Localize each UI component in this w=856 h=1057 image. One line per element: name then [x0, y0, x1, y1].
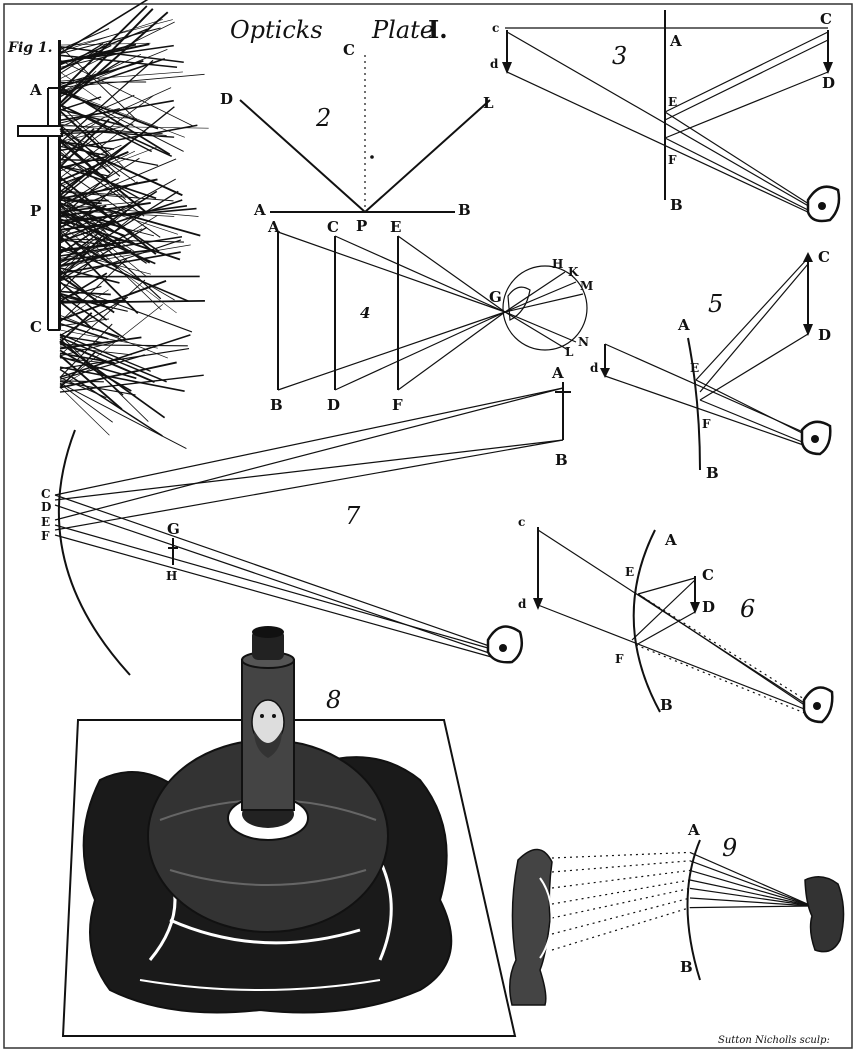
fig4-eye-globe — [502, 265, 588, 351]
fig6-label-A: A — [664, 531, 677, 549]
fig6-number: 6 — [740, 595, 755, 623]
fig4-label-L: L — [565, 345, 574, 359]
fig4-label-K: K — [568, 265, 579, 279]
figure-1: Fig 1. A P C — [7, 0, 209, 449]
fig4-label-N: N — [578, 335, 589, 349]
fig5-label-C: C — [818, 248, 830, 266]
fig1-label-C: C — [30, 318, 42, 336]
figure-4: 4 A C E B D F G H K M N L — [267, 218, 593, 414]
figure-2: 2 D C L A P B — [220, 41, 494, 235]
fig7-label-F: F — [41, 529, 50, 543]
fig7-eye-icon — [486, 625, 523, 664]
fig7-number: 7 — [345, 502, 361, 530]
fig5-label-D: D — [818, 326, 831, 344]
figure-8: 8 — [61, 626, 517, 1037]
fig4-label-D: D — [327, 396, 340, 414]
fig3-label-F: F — [668, 153, 677, 167]
fig1-number: Fig 1. — [7, 40, 53, 56]
fig9-label-B: B — [680, 958, 693, 976]
fig6-label-D: D — [702, 598, 715, 616]
fig1-cross-bar — [17, 125, 63, 137]
fig6-label-C: C — [702, 566, 714, 584]
fig6-label-d: d — [518, 597, 527, 611]
fig3-label-d: d — [490, 57, 499, 71]
fig7-label-A: A — [551, 364, 564, 382]
engraver-credit: Sutton Nicholls sculp: — [718, 1035, 830, 1046]
fig4-label-B: B — [270, 396, 283, 414]
fig9-dotted-rays — [551, 851, 813, 951]
fig1-light-rays — [59, 0, 209, 449]
fig4-label-G: G — [489, 288, 502, 306]
fig9-label-A: A — [687, 821, 700, 839]
fig1-label-P: P — [30, 202, 41, 220]
fig1-radiant-body — [58, 40, 61, 330]
title-plate: Plate — [371, 16, 434, 44]
figure-6: 6 c A E C d D F B — [518, 515, 834, 724]
fig9-object-head — [509, 848, 553, 1006]
fig5-label-d: d — [590, 361, 599, 375]
fig9-observer-head — [804, 876, 845, 953]
title-opticks: Opticks — [230, 16, 323, 44]
fig4-label-A: A — [267, 218, 280, 236]
fig5-label-B: B — [706, 464, 719, 482]
fig3-label-c: c — [492, 21, 499, 35]
fig4-number: 4 — [360, 304, 370, 322]
fig2-label-L: L — [483, 94, 494, 112]
fig2-label-B: B — [458, 201, 471, 219]
fig4-label-M: M — [580, 279, 593, 293]
fig1-label-A: A — [29, 81, 42, 99]
figure-3: 3 c d A C D E F B — [490, 10, 841, 223]
fig3-label-A: A — [669, 32, 682, 50]
figure-9: 9 A B — [509, 821, 845, 1006]
fig6-label-c: c — [518, 515, 525, 529]
fig3-number: 3 — [612, 42, 627, 70]
fig3-label-B: B — [670, 196, 683, 214]
fig2-number: 2 — [315, 104, 331, 132]
figure-7: 7 A B C D E F G H — [41, 364, 571, 676]
fig8-number: 8 — [326, 686, 341, 714]
fig4-label-F: F — [392, 396, 403, 414]
fig3-label-C: C — [820, 10, 832, 28]
fig6-label-F: F — [615, 652, 624, 666]
fig7-label-G: G — [167, 520, 180, 538]
fig2-label-P: P — [356, 217, 367, 235]
fig5-number: 5 — [708, 290, 723, 318]
fig5-label-A: A — [677, 316, 690, 334]
figure-5: 5 C D A d E F B — [590, 248, 832, 482]
fig3-label-E: E — [668, 95, 677, 109]
fig7-label-H: H — [166, 569, 177, 583]
fig6-label-B: B — [660, 696, 673, 714]
plate-border — [3, 3, 853, 1049]
fig7-label-C: C — [41, 487, 51, 501]
fig7-label-E: E — [41, 515, 50, 529]
fig3-label-D: D — [822, 74, 835, 92]
fig6-label-E: E — [625, 565, 634, 579]
fig5-label-E: E — [690, 361, 699, 375]
fig4-label-C: C — [327, 218, 339, 236]
fig9-number: 9 — [722, 834, 737, 862]
fig7-label-B: B — [555, 451, 568, 469]
fig5-label-F: F — [702, 417, 711, 431]
fig4-label-H: H — [552, 257, 563, 271]
fig7-label-D: D — [41, 500, 51, 514]
fig2-label-C: C — [343, 41, 355, 59]
fig2-label-A: A — [253, 201, 266, 219]
fig4-label-E: E — [390, 218, 401, 236]
title-numeral: I. — [428, 15, 448, 44]
fig2-label-D: D — [220, 90, 233, 108]
